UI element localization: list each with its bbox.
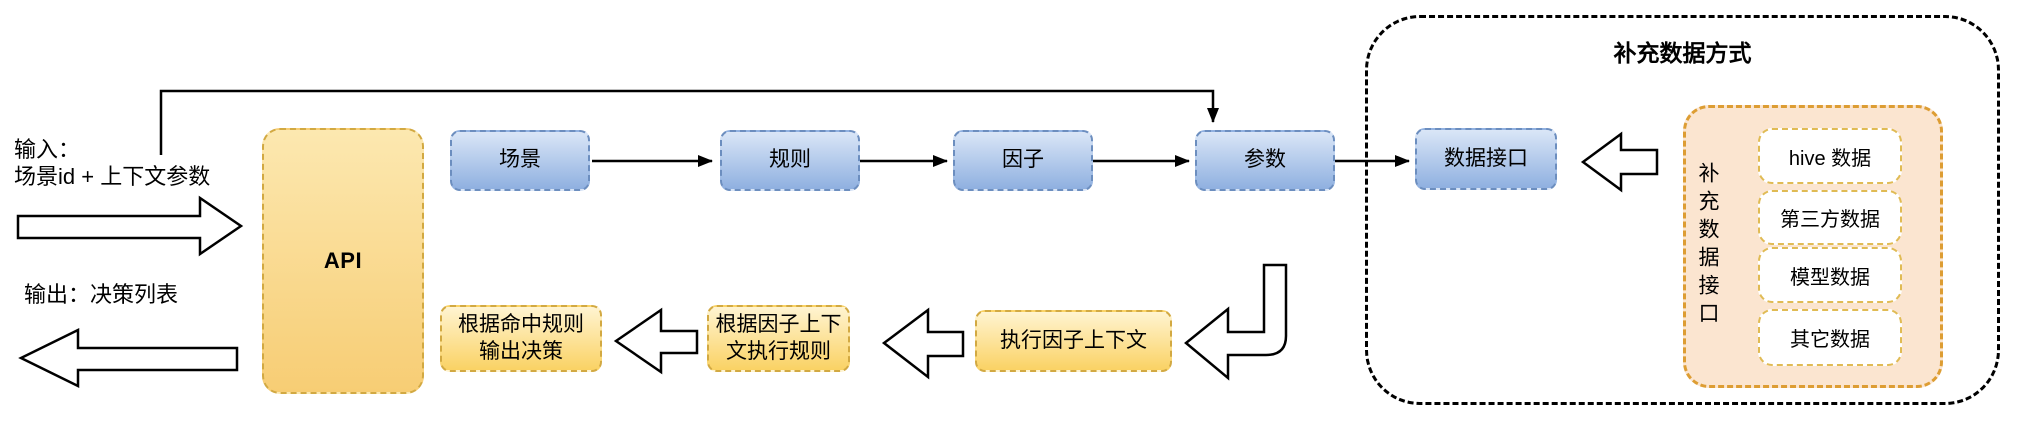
supplement-methods-title: 补充数据方式	[1613, 40, 1752, 66]
process-node-execute-factor-context: 执行因子上下文	[975, 310, 1172, 372]
block-arrow-context-to-rules	[881, 307, 965, 380]
flow-node-factor: 因子	[953, 130, 1093, 191]
block-arrow-rules-to-decision	[613, 307, 699, 375]
supplement-methods-frame	[1365, 15, 2000, 405]
supplement-interface-label: 补充数据接口	[1696, 162, 1719, 330]
process-node-output-decision: 根据命中规则 输出决策	[440, 305, 602, 372]
source-hive-data: hive 数据	[1758, 128, 1902, 184]
process-node-execute-rules: 根据因子上下 文执行规则	[707, 305, 850, 372]
source-other-data: 其它数据	[1758, 309, 1902, 366]
flow-node-scene: 场景	[450, 130, 590, 191]
flow-node-rule: 规则	[720, 130, 860, 191]
output-block-arrow	[18, 327, 239, 389]
api-node: API	[262, 128, 424, 394]
source-model-data: 模型数据	[1758, 247, 1902, 303]
input-label: 输入： 场景id + 上下文参数	[14, 137, 211, 189]
flow-node-parameter: 参数	[1195, 130, 1335, 191]
flow-node-data-interface: 数据接口	[1415, 128, 1557, 190]
output-label: 输出：决策列表	[24, 282, 179, 307]
input-block-arrow	[16, 195, 244, 257]
bent-block-arrow-parameter-to-context	[1184, 263, 1288, 381]
source-third-party-data: 第三方数据	[1758, 190, 1902, 245]
